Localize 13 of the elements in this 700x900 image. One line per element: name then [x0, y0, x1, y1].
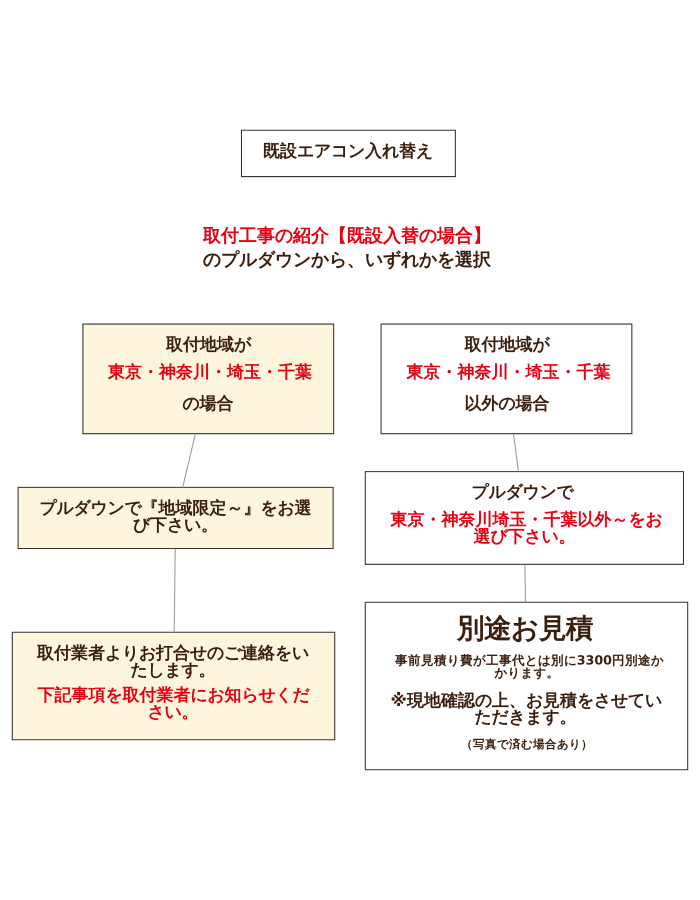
node-box: 取付地域が 東京・神奈川・埼玉・千葉 以外の場合 — [380, 324, 632, 434]
node-box: 取付業者よりお打合せのご連絡をいたします。 下記事項を取付業者にお知らせください。 — [12, 632, 336, 740]
node-box: 既設エアコン入れ替え — [240, 130, 456, 178]
label: 取付工事の紹介【既設入替の場合】 — [203, 225, 492, 246]
node-box: プルダウンで『地域限定～』をお選び下さい。 — [18, 486, 334, 550]
connector — [524, 564, 526, 602]
connector — [174, 548, 176, 632]
node-box: 別途お見積 事前見積り費が工事代とは別に3300円別途かかります。 ※現地確認の上、お見積をさせていただきます。 （写真で済む場合あり） — [364, 602, 688, 770]
connector — [512, 434, 519, 472]
connector — [182, 434, 196, 488]
node-box: 取付地域が 東京・神奈川・埼玉・千葉 の場合 — [82, 324, 334, 434]
node-box: プルダウンで 東京・神奈川埼玉・千葉以外～をお選び下さい。 — [364, 471, 684, 565]
label: のプルダウンから、いずれかを選択 — [203, 250, 492, 271]
